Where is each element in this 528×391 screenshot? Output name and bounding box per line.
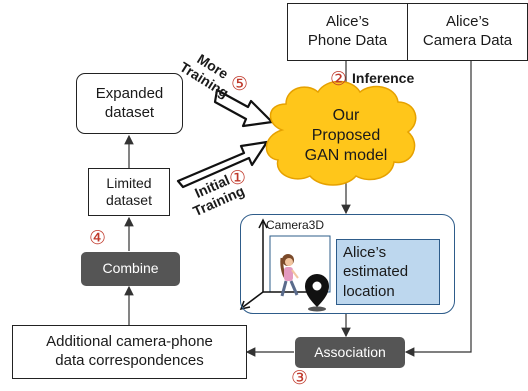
- step-marker-inference: ②: [330, 68, 348, 90]
- inference-label: Inference: [352, 70, 415, 86]
- gan-cloud: [265, 80, 417, 186]
- camera3d-label: Camera3D: [266, 218, 325, 232]
- phone-data-label: Alice’s Phone Data: [307, 13, 388, 49]
- estimated-location-label: Alice’s estimated location: [343, 243, 409, 300]
- phone-data-box: Alice’s Phone Data: [287, 3, 408, 61]
- association-label: Association: [314, 343, 386, 360]
- step-marker-association: ③: [291, 367, 309, 389]
- association-box: Association: [295, 337, 405, 368]
- more-training-arrow: [213, 88, 274, 128]
- initial-training-arrow: [176, 140, 269, 189]
- combine-box: Combine: [81, 252, 180, 286]
- limited-dataset-label: Limited dataset: [106, 174, 152, 209]
- camera-data-label: Alice’s Camera Data: [422, 13, 513, 49]
- step-marker-combine: ④: [89, 227, 107, 249]
- additional-data-box: Additional camera-phone data corresponde…: [12, 325, 247, 379]
- gan-model-text: Our Proposed GAN model: [290, 95, 402, 177]
- camera3d-frame: [240, 214, 455, 314]
- person-walking-icon: [280, 254, 299, 297]
- limited-dataset-box: Limited dataset: [88, 168, 170, 216]
- expanded-dataset-label: Expanded dataset: [95, 84, 164, 121]
- step-marker-initial-training: ①: [229, 167, 247, 189]
- camera-data-box: Alice’s Camera Data: [407, 3, 528, 61]
- expanded-dataset-box: Expanded dataset: [76, 73, 183, 134]
- gan-model-label: Our Proposed GAN model: [304, 107, 388, 164]
- step-marker-more-training: ⑤: [231, 73, 249, 95]
- additional-data-label: Additional camera-phone data corresponde…: [46, 333, 213, 369]
- location-pin-icon: [305, 274, 329, 312]
- arrow-camera-data-to-association: [404, 60, 472, 357]
- combine-label: Combine: [102, 260, 159, 277]
- estimated-location-box: Alice’s estimated location: [336, 239, 440, 305]
- arrow-icon: [176, 88, 274, 189]
